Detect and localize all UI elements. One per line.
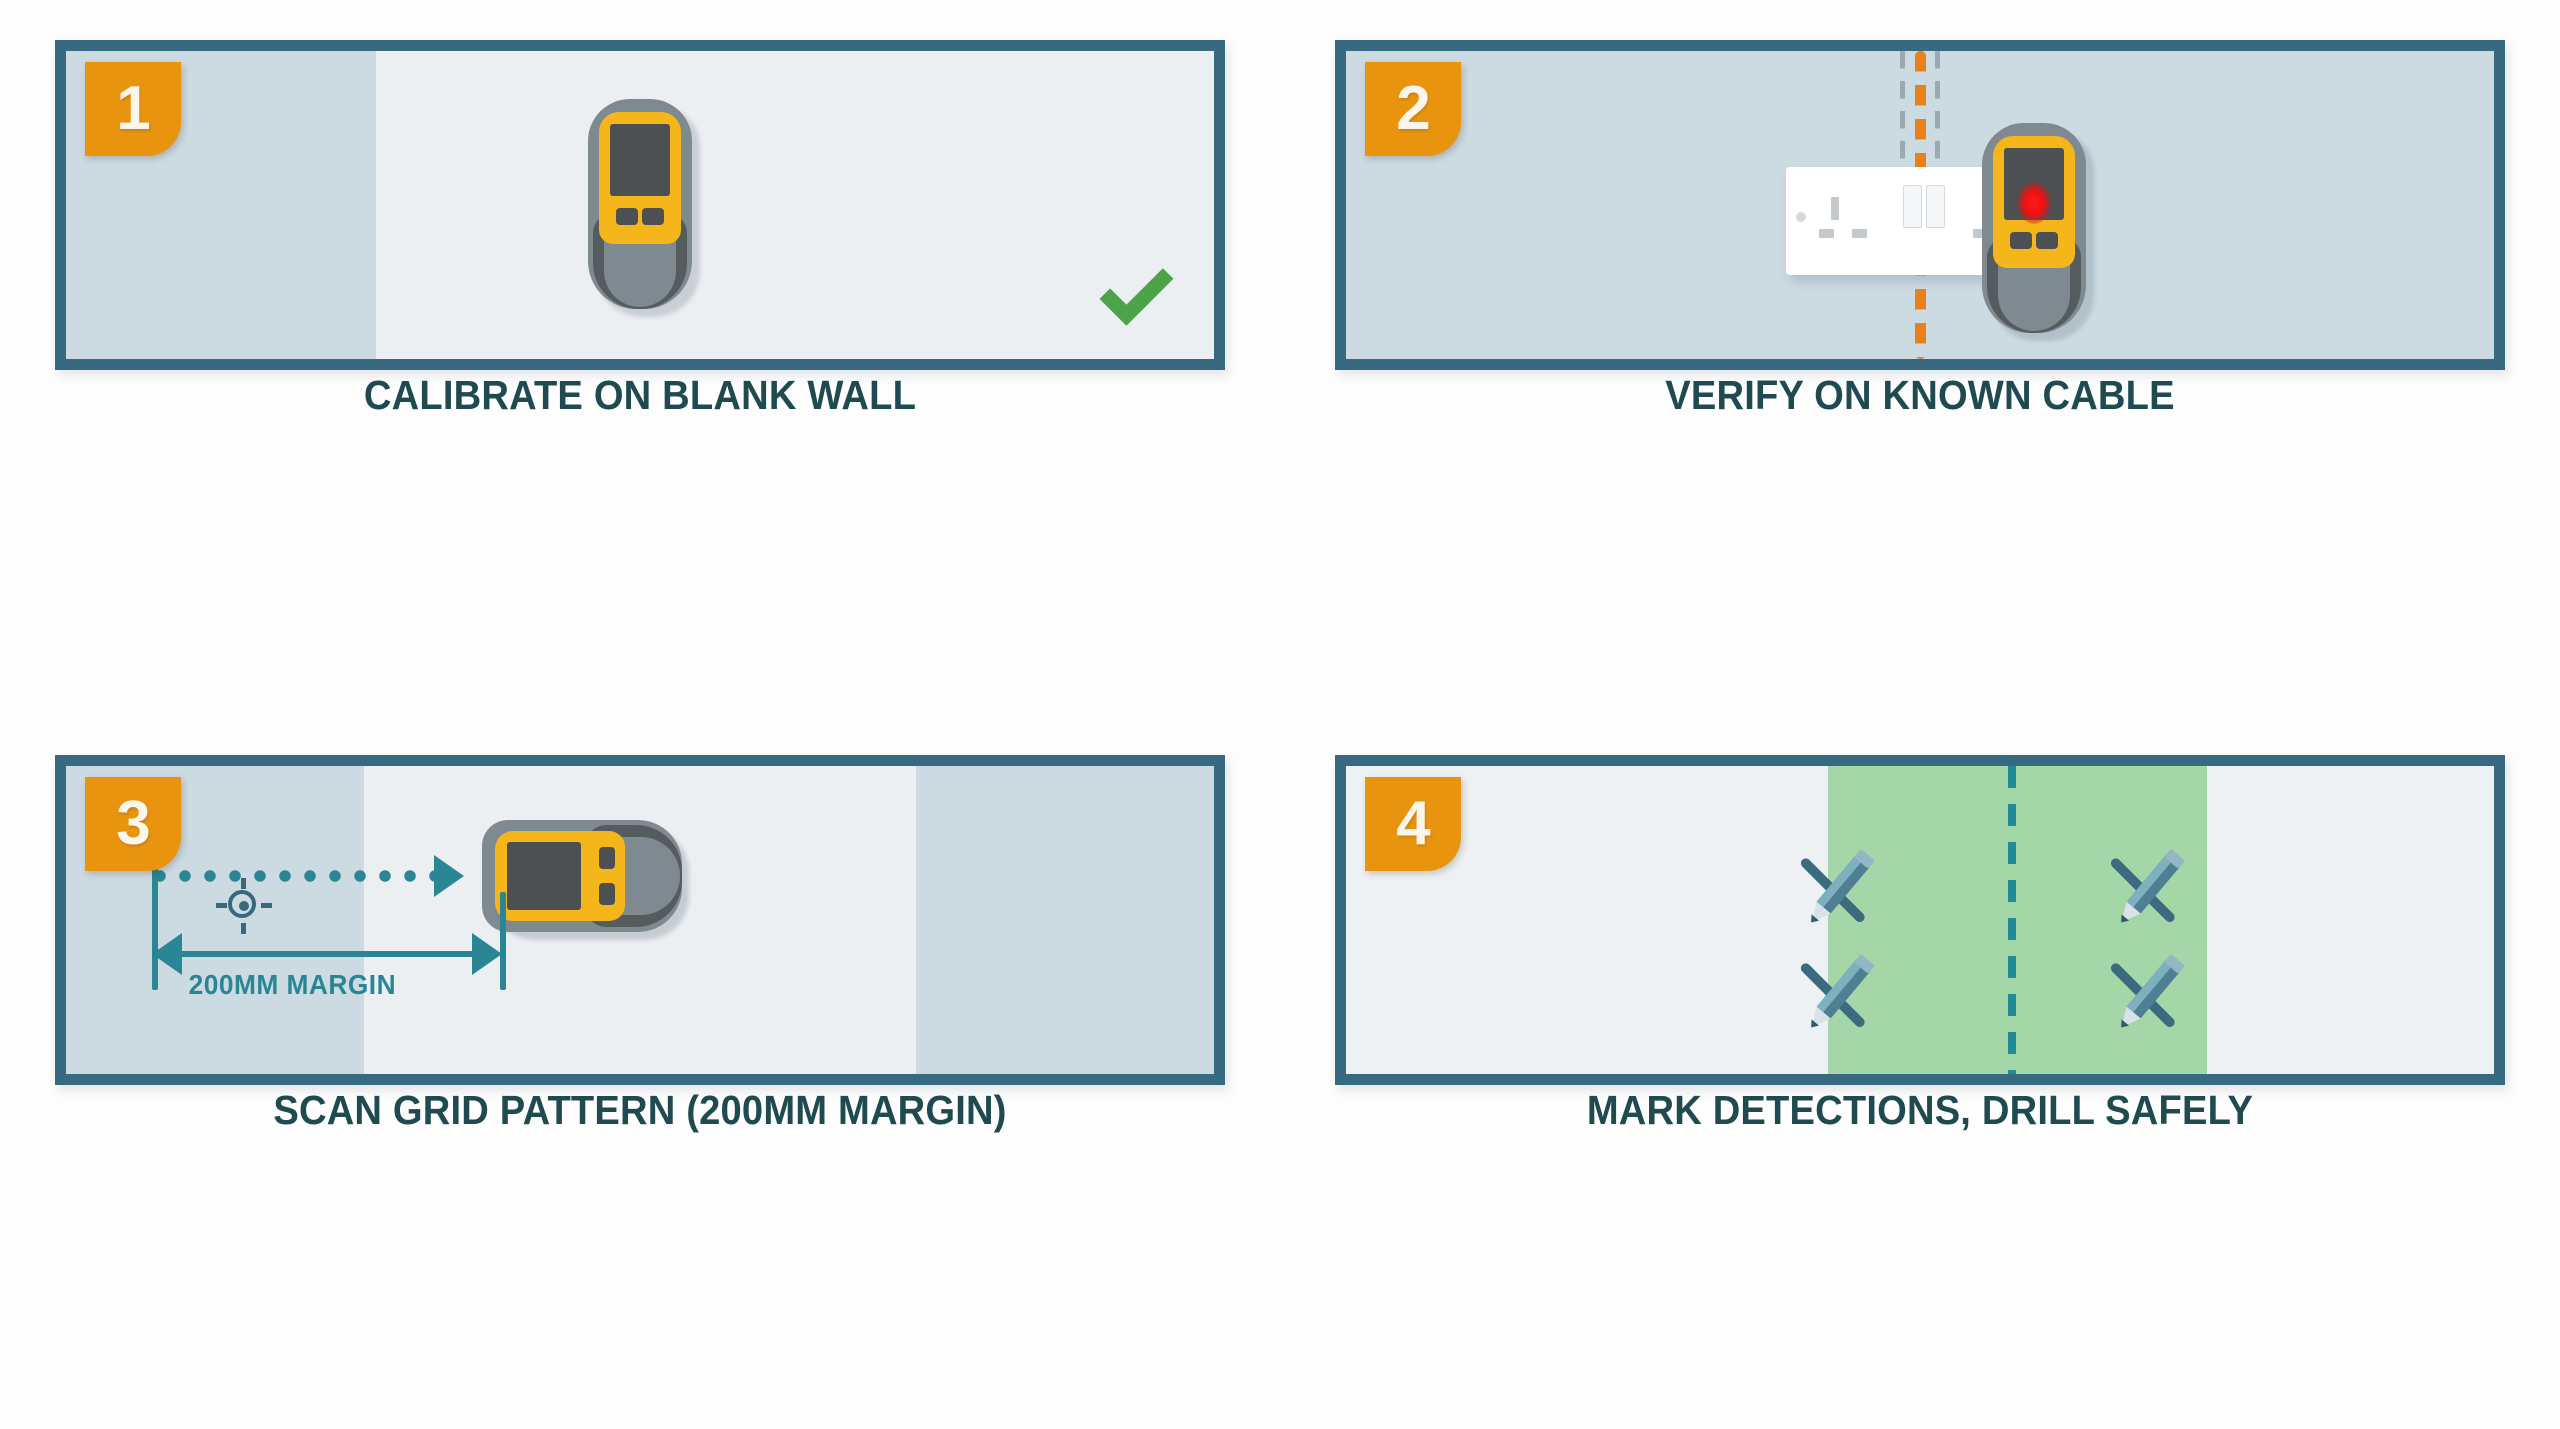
socket-pin-l1	[1819, 229, 1834, 238]
device-button-right	[642, 208, 664, 225]
socket-screw-left	[1796, 212, 1806, 222]
step-number-4: 4	[1396, 788, 1430, 858]
wall-light-area	[375, 51, 1214, 359]
step-number-2: 2	[1396, 74, 1430, 143]
step-number-badge-4: 4	[1365, 776, 1461, 871]
panel-1-frame	[55, 40, 1225, 370]
cable-detector-device	[482, 819, 689, 940]
panel-2-caption: VERIFY ON KNOWN CABLE	[1665, 372, 2175, 418]
step-panel-3: 200MM MARGIN 3 SCAN GRID PATTERN (200MM …	[0, 715, 1280, 1429]
panel-2-frame	[1335, 40, 2505, 370]
device-button-left	[2010, 232, 2032, 249]
crosshair-tick-right	[261, 902, 272, 908]
step-number-badge-1: 1	[85, 62, 181, 156]
socket-pin-l2	[1852, 229, 1867, 238]
panel-4-caption: MARK DETECTIONS, DRILL SAFELY	[1586, 1086, 2254, 1133]
crosshair-center-dot	[239, 900, 249, 911]
device-button-bottom	[599, 882, 615, 905]
panel-2-frame-wrap: 2	[1335, 40, 2505, 370]
margin-extension-line-left	[152, 859, 158, 990]
cable-detector-device	[588, 99, 700, 317]
device-faceplate	[1993, 136, 2075, 268]
device-button-left	[616, 208, 638, 225]
device-faceplate	[495, 830, 625, 921]
margin-arrowhead-right	[472, 932, 502, 975]
target-crosshair-icon	[216, 877, 272, 934]
alert-indicator-icon	[2017, 182, 2051, 224]
socket-pin-r1	[1973, 229, 1988, 238]
step-number-badge-3: 3	[85, 776, 181, 871]
step-number-1: 1	[116, 74, 150, 143]
cable-center-dashed-line	[2007, 765, 2016, 1074]
margin-extension-line-right	[500, 891, 506, 990]
checkmark-icon	[1088, 249, 1184, 345]
panel-3-frame-wrap: 200MM MARGIN 3	[55, 754, 1225, 1085]
cable-safe-zone-band	[1828, 765, 2207, 1074]
panel-1-frame-wrap: 1	[55, 40, 1225, 370]
pencil-mark-icon	[1782, 833, 1890, 941]
socket-slot-left	[1831, 197, 1839, 220]
step-panel-1: 1 CALIBRATE ON BLANK WALL	[0, 0, 1280, 715]
socket-switch-right	[1926, 185, 1945, 228]
margin-dimension-label: 200MM MARGIN	[188, 968, 397, 1000]
panel-4-frame	[1335, 754, 2505, 1085]
crosshair-tick-top	[241, 877, 246, 889]
crosshair-ring	[228, 889, 256, 918]
pencil-mark-icon	[1782, 938, 1890, 1046]
socket-switch-left	[1903, 185, 1922, 228]
device-screen	[507, 841, 581, 910]
pencil-mark-icon	[2092, 938, 2200, 1046]
cable-guide-right	[1935, 51, 1940, 243]
crosshair-tick-bottom	[241, 922, 246, 934]
cable-detector-device	[1982, 123, 2094, 341]
panel-3-frame: 200MM MARGIN	[55, 754, 1225, 1085]
scan-direction-arrowhead	[434, 854, 464, 897]
panel-3-scene: 200MM MARGIN	[66, 765, 1214, 1074]
step-panel-2: 2 VERIFY ON KNOWN CABLE	[1280, 0, 2560, 715]
device-screen	[610, 124, 670, 196]
device-button-top	[599, 846, 615, 869]
device-screen	[2004, 148, 2064, 224]
crosshair-tick-left	[216, 902, 227, 908]
panel-2-scene	[1346, 51, 2494, 359]
pencil-mark-icon	[2092, 833, 2200, 941]
panel-3-caption: SCAN GRID PATTERN (200MM MARGIN)	[273, 1086, 1007, 1133]
step-number-3: 3	[116, 788, 150, 858]
device-faceplate	[599, 112, 681, 244]
margin-arrowhead-left	[152, 932, 182, 975]
step-number-badge-2: 2	[1365, 62, 1461, 156]
step-panel-4: 4 MARK DETECTIONS, DRILL SAFELY	[1280, 715, 2560, 1429]
wall-shade-right	[915, 765, 1214, 1074]
panel-4-frame-wrap: 4	[1335, 754, 2505, 1085]
margin-dimension-line	[176, 950, 480, 957]
scan-direction-dots	[154, 869, 436, 883]
panel-1-scene	[66, 51, 1214, 359]
device-button-right	[2036, 232, 2058, 249]
panel-1-caption: CALIBRATE ON BLANK WALL	[363, 372, 917, 418]
panel-4-scene	[1346, 765, 2494, 1074]
cable-guide-left	[1900, 51, 1905, 243]
